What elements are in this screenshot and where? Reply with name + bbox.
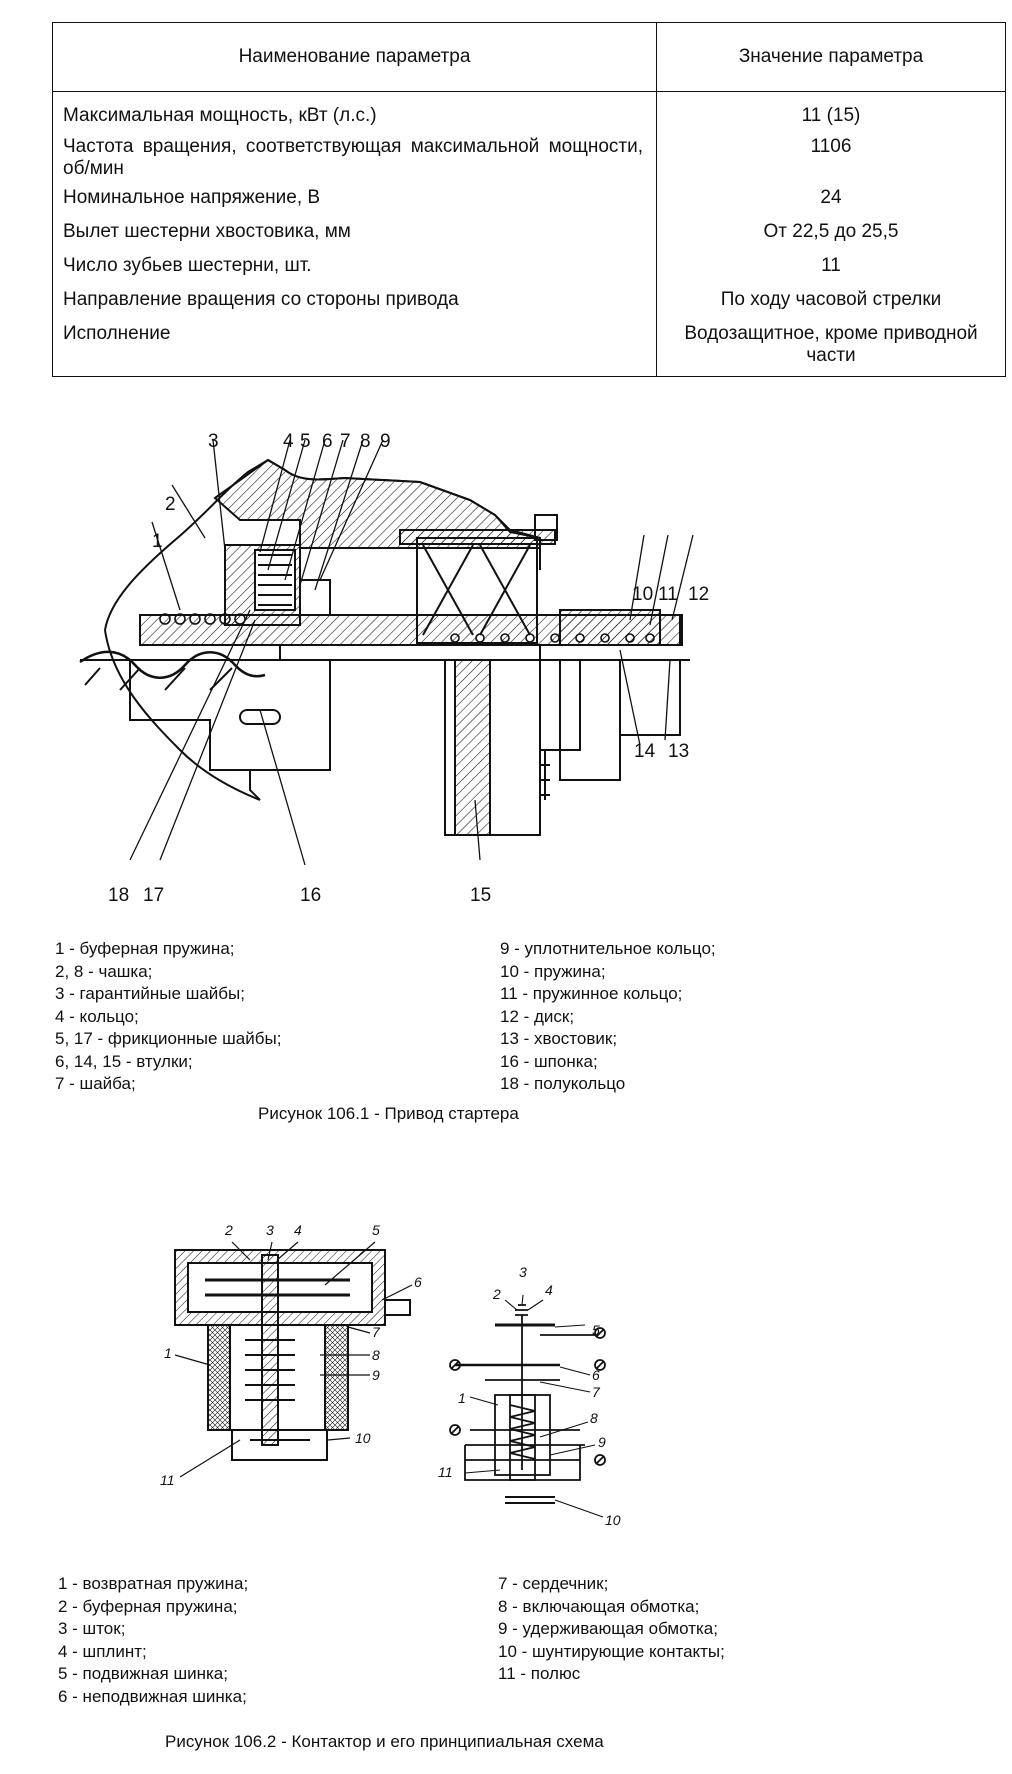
legend-item: 4 - кольцо;	[55, 1006, 139, 1026]
scheme-callout-7: 7	[592, 1384, 601, 1400]
table-header-value: Значение параметра	[738, 46, 924, 67]
contactor-callout-2: 2	[224, 1222, 233, 1238]
callout-17: 17	[143, 885, 164, 906]
legend-item: 6, 14, 15 - втулки;	[55, 1051, 193, 1071]
legend-item: 5, 17 - фрикционные шайбы;	[55, 1029, 282, 1048]
callout-6: 6	[322, 431, 333, 452]
callout-9: 9	[380, 431, 391, 452]
scheme-callout-10: 10	[605, 1512, 621, 1528]
contactor-callout-6: 6	[414, 1274, 422, 1290]
callout-8: 8	[360, 431, 371, 452]
table-cell-name: Направление вращения со стороны привода	[63, 289, 459, 310]
figure2-legend-right: 7 - сердечник; 8 - включающая обмотка; 9…	[498, 1573, 725, 1686]
callout-16: 16	[300, 885, 321, 906]
contactor-callout-1: 1	[164, 1345, 172, 1361]
table-cell-value: 11	[821, 255, 841, 276]
table-cell-name: Номинальное напряжение, В	[63, 187, 321, 208]
legend-item: 9 - удерживающая обмотка;	[498, 1619, 718, 1638]
callout-3: 3	[208, 431, 219, 452]
contactor-drawing: 1 2 3 4 5 6 7 8 9 10 11	[160, 1222, 621, 1528]
scheme-callout-9: 9	[598, 1434, 606, 1450]
table-cell-name: Максимальная мощность, кВт (л.с.)	[63, 105, 377, 126]
legend-item: 10 - шунтирующие контакты;	[498, 1641, 725, 1661]
callout-12: 12	[688, 584, 709, 605]
table-column-divider	[656, 23, 657, 376]
table-cell-name: Исполнение	[63, 323, 171, 344]
callout-2: 2	[165, 494, 176, 515]
callout-1: 1	[152, 531, 163, 552]
figure2-caption: Рисунок 106.2 - Контактор и его принципи…	[165, 1732, 604, 1751]
table-cell-value: 11 (15)	[801, 105, 861, 126]
table-cell-value: 1106	[810, 136, 852, 157]
starter-drive-drawing: 1 2 3 4 5 6 7 8 9 10 11 12 13 14 15 16 1…	[79, 431, 709, 906]
scheme-callout-8: 8	[590, 1410, 598, 1426]
scheme-callout-1: 1	[458, 1390, 466, 1406]
scheme-callout-5: 5	[592, 1322, 600, 1338]
scheme-callout-11: 11	[438, 1464, 453, 1480]
legend-item: 6 - неподвижная шинка;	[58, 1686, 247, 1706]
legend-item: 3 - шток;	[58, 1619, 126, 1638]
contactor-callout-5: 5	[372, 1222, 380, 1238]
legend-item: 11 - пружинное кольцо;	[500, 984, 683, 1003]
figure1-legend-left: 1 - буферная пружина; 2, 8 - чашка; 3 - …	[55, 938, 281, 1096]
table-cell-value: 24	[820, 187, 842, 208]
figure1-legend-right: 9 - уплотнительное кольцо; 10 - пружина;…	[500, 938, 716, 1096]
legend-item: 9 - уплотнительное кольцо;	[500, 939, 716, 958]
table-cell-value: По ходу часовой стрелки	[720, 289, 942, 310]
contactor-callout-11: 11	[160, 1472, 175, 1488]
legend-item: 12 - диск;	[500, 1006, 575, 1026]
callout-13: 13	[668, 741, 689, 762]
legend-item: 7 - сердечник;	[498, 1574, 609, 1593]
callout-4: 4	[283, 431, 294, 452]
legend-item: 1 - возвратная пружина;	[58, 1574, 249, 1593]
legend-item: 16 - шпонка;	[500, 1051, 598, 1071]
parameters-table: Наименование параметра Значение параметр…	[52, 22, 1006, 377]
contactor-callout-3: 3	[266, 1222, 274, 1238]
legend-item: 11 - полюс	[498, 1664, 581, 1683]
legend-item: 4 - шплинт;	[58, 1641, 147, 1661]
legend-item: 2, 8 - чашка;	[55, 961, 153, 981]
figure2-legend-left: 1 - возвратная пружина; 2 - буферная пру…	[58, 1573, 248, 1708]
callout-18: 18	[108, 885, 129, 906]
callout-14: 14	[634, 741, 656, 762]
legend-item: 13 - хвостовик;	[500, 1029, 618, 1048]
legend-item: 10 - пружина;	[500, 961, 606, 981]
table-header-divider	[53, 91, 1005, 92]
legend-item: 3 - гарантийные шайбы;	[55, 984, 245, 1003]
legend-item: 18 - полукольцо	[500, 1074, 626, 1093]
callout-10: 10	[632, 584, 653, 605]
scheme-callout-2: 2	[492, 1286, 501, 1302]
scheme-callout-4: 4	[545, 1282, 553, 1298]
callout-5: 5	[300, 431, 311, 452]
table-cell-name: Вылет шестерни хвостовика, мм	[63, 221, 351, 242]
callout-15: 15	[470, 885, 491, 906]
contactor-callout-7: 7	[372, 1324, 381, 1340]
legend-item: 2 - буферная пружина;	[58, 1596, 238, 1616]
contactor-callout-9: 9	[372, 1367, 380, 1383]
contactor-callout-4: 4	[294, 1222, 302, 1238]
contactor-callout-8: 8	[372, 1347, 380, 1363]
callout-11: 11	[658, 584, 678, 605]
scheme-callout-3: 3	[519, 1264, 527, 1280]
scheme-callout-6: 6	[592, 1367, 600, 1383]
callout-7: 7	[340, 431, 351, 452]
legend-item: 7 - шайба;	[55, 1074, 136, 1093]
legend-item: 1 - буферная пружина;	[55, 939, 235, 958]
table-cell-name: Число зубьев шестерни, шт.	[63, 255, 312, 276]
table-cell-value: От 22,5 до 25,5	[763, 221, 899, 242]
contactor-callout-10: 10	[355, 1430, 371, 1446]
legend-item: 5 - подвижная шинка;	[58, 1664, 228, 1683]
legend-item: 8 - включающая обмотка;	[498, 1596, 700, 1616]
table-cell-name: Частота вращения, соответствующая максим…	[63, 136, 643, 179]
figure1-caption: Рисунок 106.1 - Привод стартера	[258, 1104, 519, 1123]
table-header-name: Наименование параметра	[238, 46, 471, 67]
table-cell-value: Водозащитное, кроме приводной части	[684, 323, 978, 366]
